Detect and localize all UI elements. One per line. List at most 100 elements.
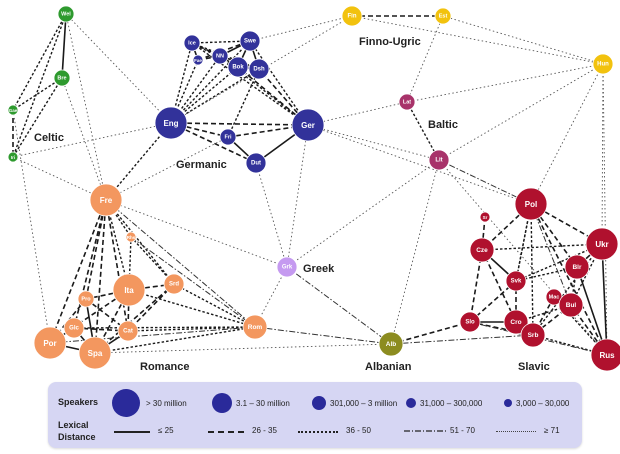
node-label-ukr: Ukr (595, 240, 608, 249)
legend-distance-label-1: ≤ 25 (158, 426, 174, 435)
legend-speakers-swatch-1 (112, 389, 140, 417)
edge-fri-dsh (227, 68, 260, 138)
legend-speakers-label-3: 301,000 – 3 million (330, 399, 398, 408)
edge-lit-alb (390, 159, 440, 345)
node-label-cat: Cat (123, 329, 133, 335)
edge-est-hun (442, 15, 604, 65)
node-pol: Pol (514, 187, 548, 221)
edge-lit-grk (286, 159, 440, 268)
legend-distance-title-line2: Distance (58, 432, 96, 442)
node-cat: Cat (117, 320, 139, 342)
node-label-por: Por (43, 339, 56, 348)
edge-ger-bok (237, 66, 309, 126)
legend-speakers-swatch-3 (312, 396, 326, 410)
node-label-dut: Dut (251, 161, 261, 167)
node-circle-wel (57, 5, 75, 23)
edge-ger-swe (249, 40, 309, 126)
node-fre: Fre (89, 183, 123, 217)
legend-speakers-label-4: 31,000 – 300,000 (420, 399, 483, 408)
node-label-ita: Ita (124, 286, 134, 295)
node-label-iri: Iri (11, 155, 15, 160)
node-circle-por (33, 326, 67, 360)
node-rus: Rus (590, 338, 620, 372)
edge-hun-pol (530, 63, 604, 205)
edge-ger-lit (307, 124, 440, 161)
node-circle-iri (7, 151, 19, 163)
family-label-finno-ugric: Finno-Ugric (359, 36, 421, 48)
node-slo: Slo (459, 311, 481, 333)
node-circle-rhs (125, 231, 137, 243)
node-circle-ger (291, 108, 325, 142)
node-circle-cze (469, 237, 495, 263)
edge-bre-gae (12, 77, 63, 111)
node-label-fre: Fre (100, 196, 113, 205)
family-label-albanian: Albanian (365, 361, 412, 373)
node-label-eng: Eng (163, 119, 178, 128)
node-label-lit: Lit (435, 158, 442, 164)
node-label-alb: Alb (386, 341, 397, 348)
node-circle-hun (592, 53, 614, 75)
node-label-srb_s: Sr (483, 215, 488, 220)
edge-ukr-rus (601, 243, 608, 356)
node-hun: Hun (592, 53, 614, 75)
node-circle-lat (398, 93, 416, 111)
edge-fre-rhs (105, 199, 132, 238)
node-srb: Srb (520, 322, 546, 348)
legend-speakers-title: Speakers (58, 397, 99, 407)
node-rom: Rom (242, 314, 268, 340)
edge-cze-ukr (481, 243, 603, 251)
edge-grk-alb (286, 266, 392, 345)
legend-distance-line-1 (114, 431, 150, 433)
node-circle-srb (520, 322, 546, 348)
node-swe: Swe (239, 30, 261, 52)
node-label-ger: Ger (301, 121, 315, 130)
node-eng: Eng (154, 106, 188, 140)
node-label-glc: Glc (69, 326, 79, 332)
node-circle-ita (112, 273, 146, 307)
node-label-rom: Rom (248, 324, 263, 331)
edge-iri-eng (12, 122, 172, 158)
node-label-nn: NN (216, 54, 224, 60)
legend-speakers-label-2: 3.1 – 30 million (236, 399, 290, 408)
node-dsh: Dsh (248, 58, 270, 80)
node-bok: Bok (227, 56, 249, 78)
legend-distance-line-3 (298, 431, 338, 433)
edge-alb-slo (390, 321, 471, 345)
node-circle-alb (378, 331, 404, 357)
edge-rhs-srd (130, 236, 175, 285)
node-label-cze: Cze (476, 247, 488, 254)
edge-hun-rus (602, 63, 608, 356)
edge-eng-swe (170, 40, 251, 124)
node-cro: Cro (503, 309, 529, 335)
edge-hun-lit (438, 63, 604, 161)
edge-fin-hun (351, 15, 604, 65)
legend-distance-line-5 (496, 431, 536, 432)
node-circle-ukr (585, 227, 619, 261)
edge-eng-ger (170, 122, 309, 126)
legend-distance-title-line1: Lexical (58, 420, 89, 430)
node-circle-bok (227, 56, 249, 78)
edge-grk-fre (105, 199, 288, 268)
node-blr: Blr (564, 254, 590, 280)
edge-fri-fre (105, 136, 229, 201)
edge-gae-por (12, 109, 51, 344)
legend-speakers-label-1: > 30 million (146, 399, 187, 408)
node-label-mac: Mac (549, 295, 560, 301)
node-label-grk: Grk (282, 265, 293, 271)
node-circle-fre (89, 183, 123, 217)
edge-est-lat (406, 15, 444, 103)
node-bre: Bre (53, 69, 71, 87)
node-circle-lit (428, 149, 450, 171)
edge-wel-bre (61, 13, 67, 79)
node-fin: Fin (341, 5, 363, 27)
edge-ger-lat (307, 101, 408, 126)
edge-srd-cat (127, 283, 175, 332)
node-svk: Svk (505, 270, 527, 292)
edge-pol-svk (515, 203, 532, 282)
legend-distance-line-2 (208, 431, 244, 433)
node-circle-rom (242, 314, 268, 340)
node-label-gae: Gae (9, 108, 18, 113)
edge-fre-glc (73, 199, 107, 329)
